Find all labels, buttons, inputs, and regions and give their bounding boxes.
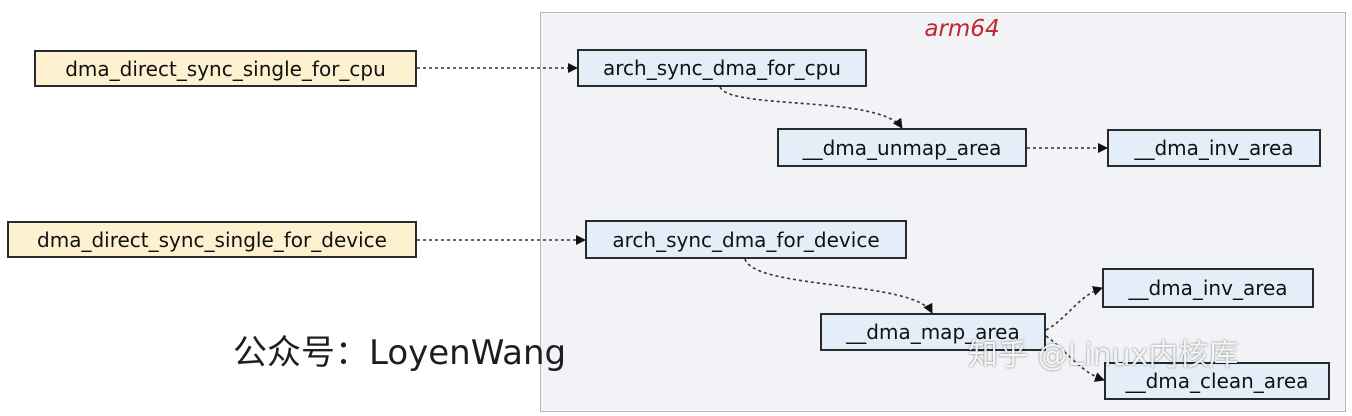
node-dma-unmap-area: __dma_unmap_area bbox=[777, 128, 1027, 167]
node-dma-clean-area: __dma_clean_area bbox=[1104, 362, 1330, 400]
node-dma-inv-area-top: __dma_inv_area bbox=[1107, 129, 1321, 167]
zhihu-watermark: 知乎 @Linux内核库 bbox=[968, 338, 1239, 373]
wechat-watermark: 公众号：LoyenWang bbox=[233, 333, 567, 373]
edge-archdev-to-map bbox=[744, 258, 933, 314]
node-arch-sync-dma-for-cpu: arch_sync_dma_for_cpu bbox=[577, 49, 867, 87]
node-dma-inv-area-bottom: __dma_inv_area bbox=[1102, 268, 1314, 308]
edge-archcpu-to-unmap bbox=[719, 86, 903, 129]
edge-map-to-inv bbox=[1045, 286, 1103, 331]
panel-title: arm64 bbox=[924, 16, 1000, 42]
node-dma-map-area: __dma_map_area bbox=[820, 313, 1046, 351]
node-arch-sync-dma-for-device: arch_sync_dma_for_device bbox=[585, 220, 907, 259]
node-dma-direct-sync-single-for-device: dma_direct_sync_single_for_device bbox=[7, 221, 417, 258]
node-dma-direct-sync-single-for-cpu: dma_direct_sync_single_for_cpu bbox=[34, 50, 417, 87]
edge-map-to-clean bbox=[1045, 335, 1105, 382]
